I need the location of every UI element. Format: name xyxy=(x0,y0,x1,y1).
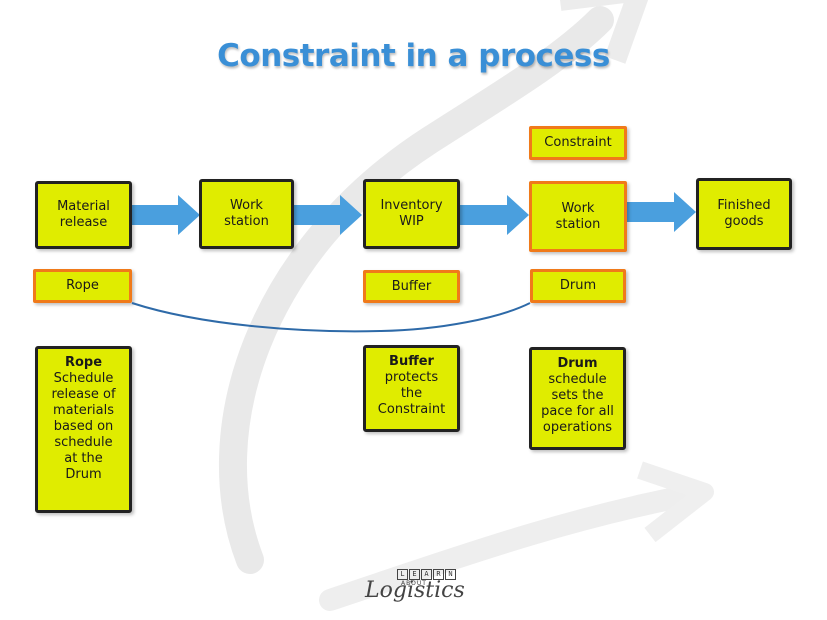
logo-word: ogistics xyxy=(379,578,465,603)
buffer-note-heading: Buffer xyxy=(389,354,434,369)
page-title: Constraint in a process xyxy=(217,38,610,74)
logo-letter: L xyxy=(397,569,408,580)
drum-note: Drum schedule sets the pace for all oper… xyxy=(529,347,626,450)
finished-goods-box: Finished goods xyxy=(696,178,792,250)
learn-about-logistics-logo: L E A R N ABOUT Logistics xyxy=(355,568,475,608)
drum-note-body: schedule sets the pace for all operation… xyxy=(541,372,614,435)
constraint-label: Constraint xyxy=(529,126,627,160)
rope-label: Rope xyxy=(33,269,132,303)
logo-letter: A xyxy=(421,569,432,580)
constraint-work-station-box: Work station xyxy=(529,181,627,252)
rope-note-body: Schedule release of materials based on s… xyxy=(51,371,116,482)
logo-about: ABOUT xyxy=(401,580,427,587)
drum-note-heading: Drum xyxy=(557,356,598,371)
rope-note-heading: Rope xyxy=(64,355,103,370)
drum-label: Drum xyxy=(530,269,626,303)
buffer-note-body: protects the Constraint xyxy=(377,370,446,417)
logo-initial: L xyxy=(365,578,380,603)
work-station-1-box: Work station xyxy=(199,179,294,249)
logo-letter: R xyxy=(433,569,444,580)
logo-letter: N xyxy=(445,569,456,580)
rope-note: Rope Schedule release of materials based… xyxy=(35,346,132,513)
buffer-note: Buffer protects the Constraint xyxy=(363,345,460,432)
inventory-wip-box: Inventory WIP xyxy=(363,179,460,249)
arrow-material-to-work xyxy=(130,195,200,235)
logo-wordmark: Logistics xyxy=(365,578,465,603)
logo-letter: E xyxy=(409,569,420,580)
arrow-work-to-inventory xyxy=(292,195,362,235)
logo-learn-letters: L E A R N xyxy=(397,569,456,580)
arrow-work-to-finished xyxy=(626,192,696,232)
buffer-label: Buffer xyxy=(363,270,460,303)
arrow-inventory-to-work xyxy=(459,195,529,235)
material-release-box: Material release xyxy=(35,181,132,249)
